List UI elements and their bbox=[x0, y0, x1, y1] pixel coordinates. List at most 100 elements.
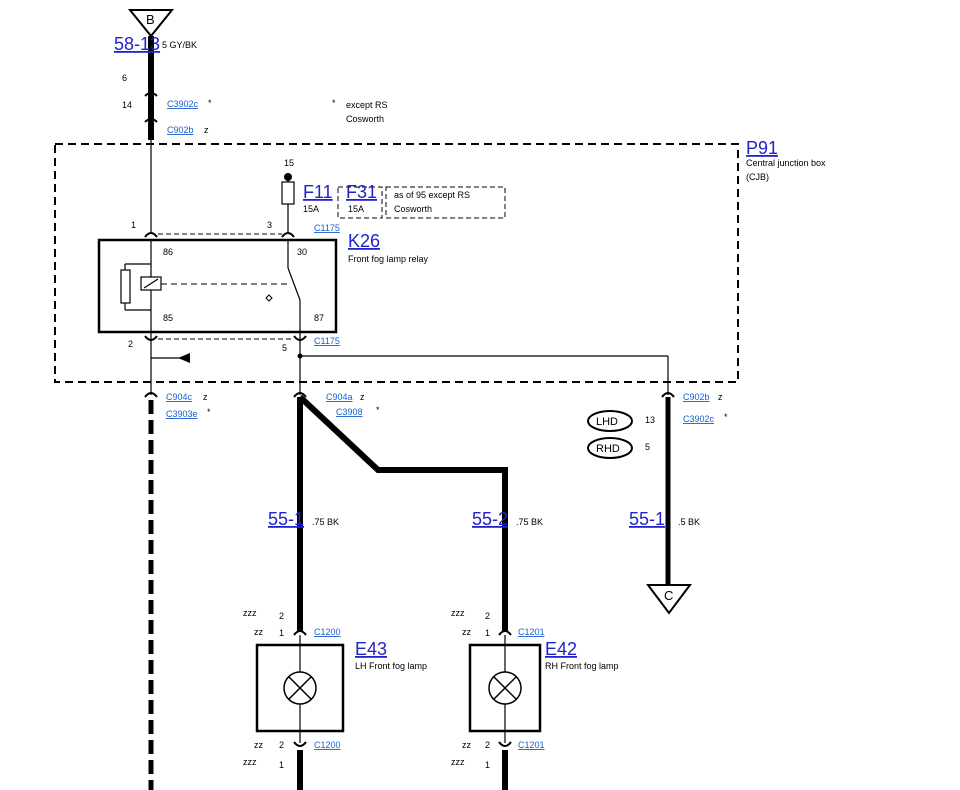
pin-label: 13 bbox=[645, 415, 655, 425]
wire-55-2-spec: .75 BK bbox=[516, 517, 543, 527]
zz-label: zz bbox=[462, 627, 472, 637]
fuse-f31-note-line2: Cosworth bbox=[394, 204, 432, 214]
footnote-mark: * bbox=[332, 98, 336, 108]
pin-label: 85 bbox=[163, 313, 173, 323]
mark: * bbox=[376, 405, 380, 415]
connector-c3903e-link[interactable]: C3903e bbox=[166, 409, 198, 419]
pin-label: 87 bbox=[314, 313, 324, 323]
pin-label: 1 bbox=[131, 220, 136, 230]
mark: z bbox=[204, 125, 209, 135]
connector-chevron bbox=[144, 92, 158, 97]
zzz-label: zzz bbox=[243, 757, 257, 767]
footnote-line: Cosworth bbox=[346, 114, 384, 124]
zzz-label: zzz bbox=[451, 608, 465, 618]
mark: * bbox=[207, 407, 211, 417]
zzz-label: zzz bbox=[243, 608, 257, 618]
cjb-ref[interactable]: P91 bbox=[746, 138, 778, 158]
relay-switch-contact bbox=[287, 267, 301, 301]
wire-55-1-left-ref[interactable]: 55-1 bbox=[268, 509, 304, 529]
zz-label: zz bbox=[254, 627, 264, 637]
fuse-f31-ref[interactable]: F31 bbox=[346, 182, 377, 202]
arrow-icon bbox=[178, 353, 190, 363]
wire-55-2-ref[interactable]: 55-2 bbox=[472, 509, 508, 529]
connector-c904a-link[interactable]: C904a bbox=[326, 392, 353, 402]
pin-label: 2 bbox=[485, 611, 490, 621]
wire-55-1-left-spec: .75 BK bbox=[312, 517, 339, 527]
variant-rhd-label: RHD bbox=[596, 443, 620, 455]
cjb-name-line1: Central junction box bbox=[746, 158, 826, 168]
pin-label: 5 bbox=[282, 343, 287, 353]
fuse-f11-rating: 15A bbox=[303, 204, 319, 214]
fuse-f11-icon bbox=[281, 181, 295, 205]
connector-c3902c-lower-link[interactable]: C3902c bbox=[683, 414, 715, 424]
pin-label: 86 bbox=[163, 247, 173, 257]
wire-55-2 bbox=[297, 394, 508, 632]
wire-58-13-spec: 5 GY/BK bbox=[162, 40, 197, 50]
pin-label: 14 bbox=[122, 100, 132, 110]
connector-c1200-top-link[interactable]: C1200 bbox=[314, 627, 341, 637]
connector-c902b-lower-link[interactable]: C902b bbox=[683, 392, 710, 402]
pin-label: 30 bbox=[297, 247, 307, 257]
lamp-e43-name: LH Front fog lamp bbox=[355, 661, 427, 671]
mark: z bbox=[203, 392, 208, 402]
relay-k26-body[interactable] bbox=[97, 238, 338, 334]
mark: z bbox=[718, 392, 723, 402]
connector-c1175-bottom-link[interactable]: C1175 bbox=[314, 336, 340, 346]
mark: z bbox=[360, 392, 365, 402]
pin-label: 6 bbox=[122, 73, 127, 83]
connector-b[interactable]: B bbox=[127, 9, 175, 38]
connector-chevron bbox=[144, 118, 158, 123]
lamp-e42-name: RH Front fog lamp bbox=[545, 661, 619, 671]
connector-c904c-link[interactable]: C904c bbox=[166, 392, 193, 402]
fuse-f31-box bbox=[337, 186, 383, 219]
fuse-f31-note-box bbox=[385, 186, 506, 219]
footnote-line: except RS bbox=[346, 100, 388, 110]
pin-label: 1 bbox=[279, 760, 284, 770]
relay-k26-name: Front fog lamp relay bbox=[348, 254, 429, 264]
zz-label: zz bbox=[462, 740, 472, 750]
cjb-name-line2: (CJB) bbox=[746, 172, 769, 182]
pin-label: 15 bbox=[284, 158, 294, 168]
fuse-f31-rating: 15A bbox=[348, 204, 364, 214]
zz-label: zz bbox=[254, 740, 264, 750]
pin-label: 2 bbox=[128, 339, 133, 349]
pin-label: 2 bbox=[279, 611, 284, 621]
mark: * bbox=[724, 412, 728, 422]
pin-label: 3 bbox=[267, 220, 272, 230]
wire-55-1-right-spec: .5 BK bbox=[678, 517, 700, 527]
lamp-bulb-icon bbox=[283, 671, 317, 705]
relay-k26-ref[interactable]: K26 bbox=[348, 231, 380, 251]
zzz-label: zzz bbox=[451, 757, 465, 767]
connector-c1201-bottom-link[interactable]: C1201 bbox=[518, 740, 545, 750]
mark: * bbox=[208, 98, 212, 108]
fuse-f11-ref[interactable]: F11 bbox=[303, 182, 333, 202]
pin-label: 1 bbox=[279, 628, 284, 638]
connector-c1201-top-link[interactable]: C1201 bbox=[518, 627, 545, 637]
pin-label: 1 bbox=[485, 760, 490, 770]
connector-c1175-top-link[interactable]: C1175 bbox=[314, 223, 340, 233]
fuse-f31-note-line1: as of 95 except RS bbox=[394, 190, 470, 200]
wire-55-1-right-ref[interactable]: 55-1 bbox=[629, 509, 665, 529]
relay-resistor-icon bbox=[120, 269, 131, 304]
variant-rhd: RHD 5 bbox=[587, 437, 650, 459]
connector-chevron bbox=[144, 335, 158, 341]
pin-label: 5 bbox=[645, 442, 650, 452]
connector-c3902c-link[interactable]: C3902c bbox=[167, 99, 199, 109]
variant-lhd-label: LHD bbox=[596, 416, 618, 428]
cjb-boundary bbox=[54, 143, 739, 383]
connector-b-label: B bbox=[146, 12, 155, 27]
connector-chevron bbox=[144, 232, 158, 238]
pin-label: 1 bbox=[485, 628, 490, 638]
lamp-e42-ref[interactable]: E42 bbox=[545, 639, 577, 659]
variant-lhd: LHD 13 bbox=[587, 410, 655, 432]
pin-label: 2 bbox=[279, 740, 284, 750]
connector-c-label: C bbox=[664, 588, 673, 603]
connector-c1200-bottom-link[interactable]: C1200 bbox=[314, 740, 341, 750]
connector-c3908-link[interactable]: C3908 bbox=[336, 407, 363, 417]
connector-c902b-link[interactable]: C902b bbox=[167, 125, 194, 135]
connector-c[interactable]: C bbox=[646, 584, 692, 615]
connector-chevron bbox=[293, 335, 307, 341]
lamp-e43-ref[interactable]: E43 bbox=[355, 639, 387, 659]
wire-58-13-ref[interactable]: 58-13 bbox=[114, 34, 160, 54]
